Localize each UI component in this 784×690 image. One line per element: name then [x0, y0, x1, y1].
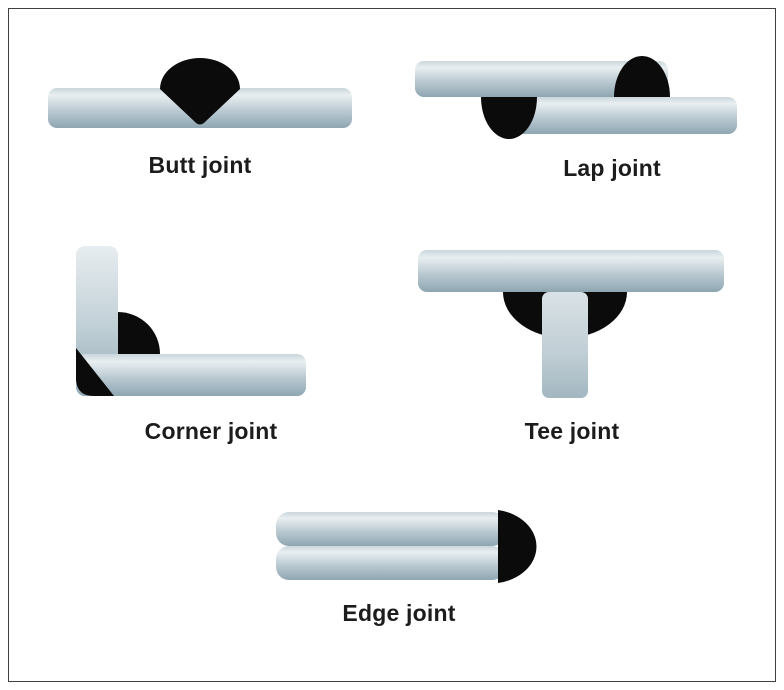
edge-joint-label: Edge joint	[342, 600, 456, 626]
lap-joint-label: Lap joint	[563, 155, 661, 181]
butt-joint-label: Butt joint	[148, 152, 252, 178]
edge-joint-weld-bead	[498, 510, 537, 583]
corner-joint-inner-weld-bead	[118, 312, 160, 354]
corner-joint-figure	[76, 246, 306, 396]
lap-joint-lower-weld-bead	[481, 97, 537, 139]
tee-joint-label: Tee joint	[524, 418, 620, 444]
butt-joint-figure	[48, 58, 352, 128]
butt-joint-weld-bead	[160, 58, 240, 125]
corner-joint-outer-weld-bead	[76, 348, 114, 396]
tee-joint-figure	[418, 250, 724, 398]
lap-joint-figure	[415, 56, 737, 139]
corner-joint-horizontal-plate	[76, 354, 306, 396]
edge-joint-lower-plate	[276, 546, 505, 580]
lap-joint-upper-weld-bead	[614, 56, 670, 97]
lap-joint-top-plate	[415, 61, 668, 97]
edge-joint-figure	[276, 510, 537, 583]
tee-joint-stem-plate	[542, 292, 588, 398]
corner-joint-label: Corner joint	[144, 418, 278, 444]
tee-joint-flange-plate	[418, 250, 724, 292]
edge-joint-upper-plate	[276, 512, 505, 546]
lap-joint-bottom-plate	[497, 97, 737, 134]
